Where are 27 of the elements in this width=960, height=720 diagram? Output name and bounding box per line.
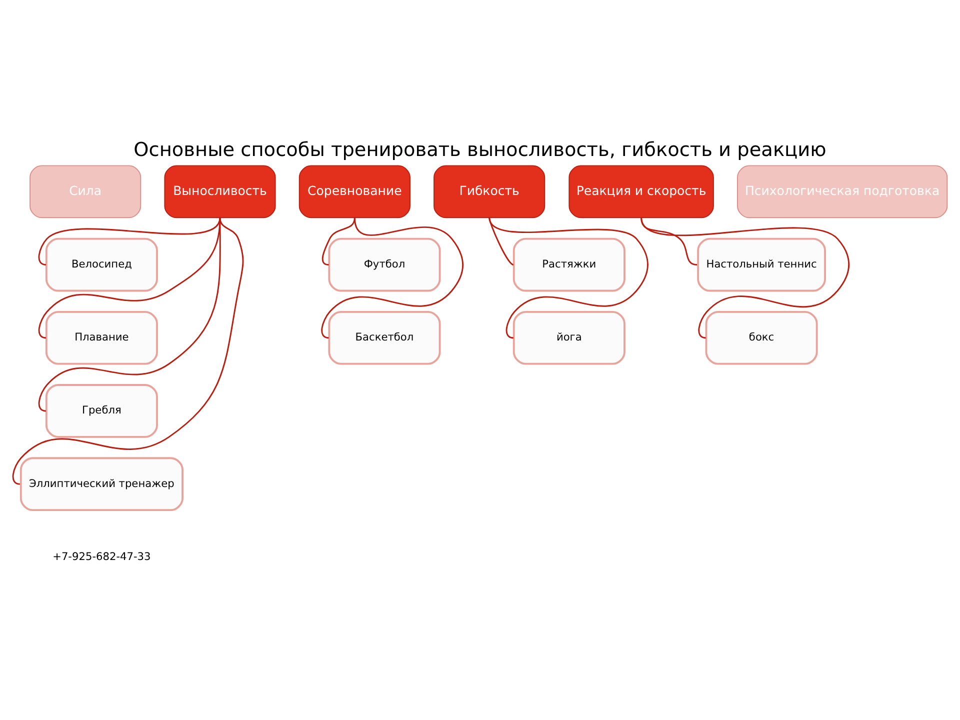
connector: [322, 218, 356, 266]
connector: [38, 218, 221, 412]
connector: [488, 218, 514, 266]
node-box: Психологическая подготовка: [737, 165, 948, 218]
node-box: Баскетбол: [328, 310, 441, 365]
label: +7-925-682-47-33: [52, 550, 151, 563]
node-box: Настольный теннис: [697, 238, 826, 292]
connector: [38, 218, 221, 339]
node-box: бокс: [705, 310, 818, 365]
connector: [640, 217, 850, 339]
node-box: Гребля: [45, 384, 158, 438]
connector: [38, 217, 221, 266]
node-box: Сила: [30, 165, 142, 218]
node-box: Растяжки: [512, 238, 626, 292]
connector: [321, 218, 464, 339]
node-box: йога: [512, 310, 626, 365]
node-box: Соревнование: [298, 165, 410, 218]
node-box: Велосипед: [45, 238, 158, 292]
node-box: Эллиптический тренажер: [20, 457, 184, 512]
node-box: Выносливость: [164, 165, 276, 218]
node-box: Реакция и скорость: [568, 165, 714, 218]
connector: [488, 217, 648, 339]
node-box: Гибкость: [434, 165, 546, 218]
node-box: Футбол: [328, 238, 441, 292]
node-box: Плавание: [45, 310, 158, 365]
diagram-title: Основные способы тренировать выносливость, гибкость и реакцию: [134, 138, 826, 162]
connector: [12, 218, 244, 485]
